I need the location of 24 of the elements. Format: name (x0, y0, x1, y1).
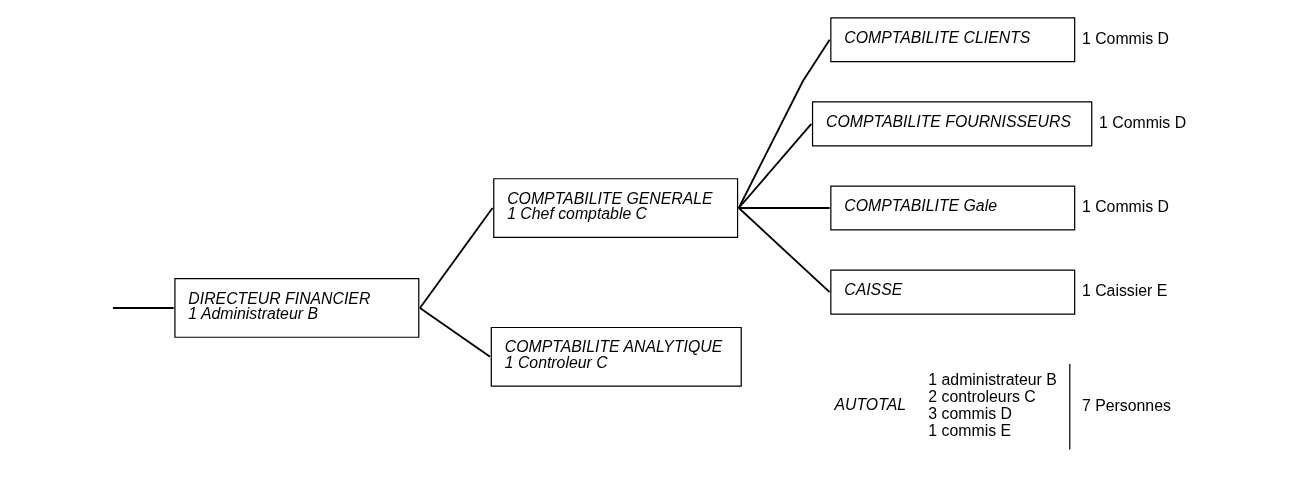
connector (418, 307, 491, 358)
node-box: COMPTABILITE FOURNISSEURS (811, 101, 1092, 147)
node-label: 1 Commis D (1098, 114, 1186, 132)
node-box: COMPTABILITE GENERALE 1 Chef comptable C (492, 178, 738, 238)
node-box: DIRECTEUR FINANCIER 1 Administrateur B (173, 278, 419, 338)
label: 7 Personnes (1081, 396, 1171, 414)
node-label: 1 Commis D (1081, 198, 1169, 216)
label: 2 controleurs C (927, 388, 1036, 406)
connector (418, 207, 493, 309)
connector (737, 207, 831, 294)
node-label: 1 Commis D (1081, 29, 1169, 47)
label: 1 commis E (927, 422, 1011, 440)
node-box: COMPTABILITE ANALYTIQUE 1 Controleur C (490, 326, 742, 387)
connector (737, 207, 831, 209)
label: 3 commis D (927, 405, 1012, 423)
connector (111, 307, 175, 309)
connector (737, 123, 812, 209)
node-box: COMPTABILITE Gale (829, 185, 1075, 231)
label: 1 administrateur B (927, 371, 1057, 389)
node-box: COMPTABILITE CLIENTS (829, 17, 1075, 63)
connector (737, 38, 831, 209)
node-box: CAISSE (829, 269, 1075, 315)
node-label: 1 Caissier E (1081, 282, 1167, 300)
label: AUTOTAL (834, 395, 906, 413)
